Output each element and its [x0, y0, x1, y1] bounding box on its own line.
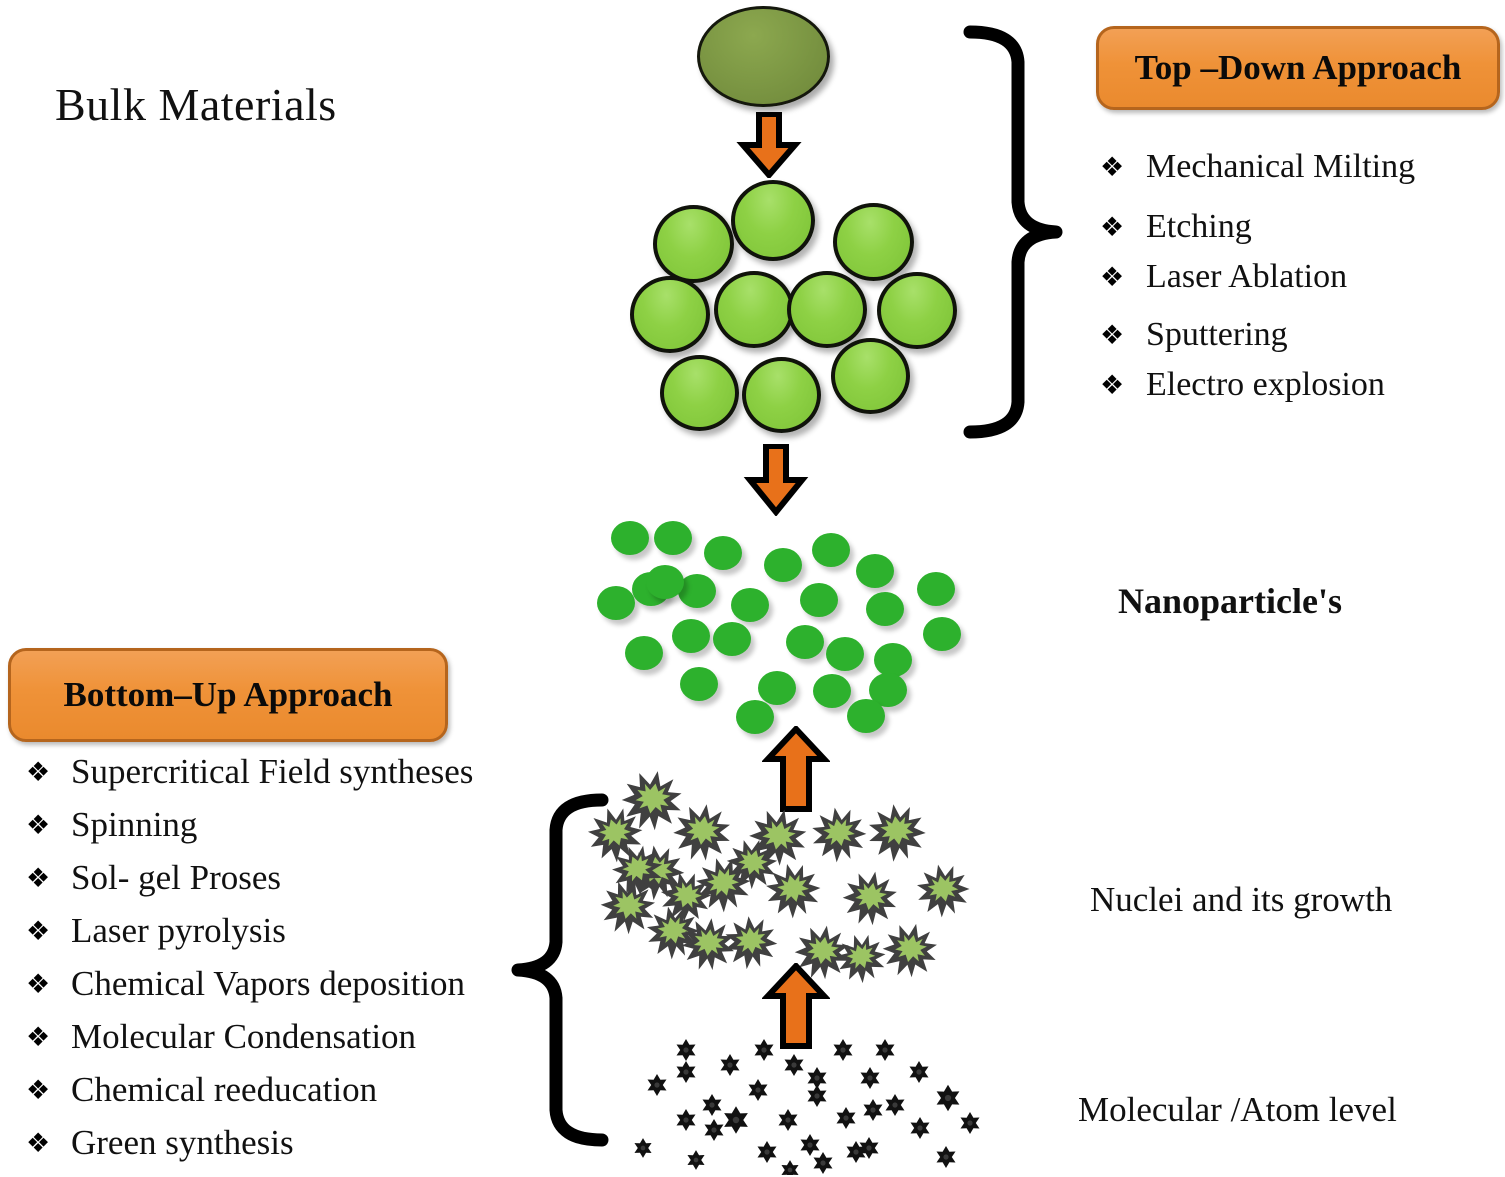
brace-bottom-up [511, 793, 609, 1147]
bulk-material-ellipse [697, 6, 830, 107]
diamond-bullet-icon: ❖ [1100, 370, 1125, 400]
list-item-label: Laser pyrolysis [71, 911, 286, 950]
nanoparticle-dot [654, 521, 692, 555]
nanoparticle-dot [856, 554, 894, 588]
nuclei-growth-label: Nuclei and its growth [1090, 880, 1393, 919]
list-item-label: Spinning [71, 805, 198, 844]
nanoparticle-dot [874, 643, 912, 677]
top-down-approach-label: Top –Down Approach [1134, 48, 1462, 87]
fragmented-particle [731, 180, 815, 261]
fragmented-particle [831, 338, 910, 414]
nanoparticle-dot [646, 565, 684, 599]
list-item[interactable]: ❖ Electro explosion [1100, 366, 1500, 404]
list-item[interactable]: ❖ Green synthesis [26, 1123, 566, 1163]
nanoparticle-dot [672, 619, 710, 653]
list-item-label: Sol- gel Proses [71, 858, 281, 897]
nuclei-growth-group [581, 770, 975, 985]
diamond-bullet-icon: ❖ [26, 916, 51, 946]
page-title: Bulk Materials [55, 79, 337, 130]
list-item[interactable]: ❖ Laser pyrolysis [26, 911, 566, 951]
list-item[interactable]: ❖ Laser Ablation [1100, 258, 1500, 296]
nanoparticle-dot [704, 536, 742, 570]
fragmented-particle [787, 271, 867, 348]
fragmented-particle [742, 357, 821, 433]
nanoparticle-dot [923, 617, 961, 651]
nanoparticle-dot [786, 625, 824, 659]
nanoparticle-dot [800, 583, 838, 617]
bottom-up-approach-badge[interactable]: Bottom–Up Approach [8, 648, 448, 742]
nanoparticle-dot [597, 586, 635, 620]
list-item[interactable]: ❖ Etching [1100, 208, 1500, 246]
nanoparticle-dot [917, 572, 955, 606]
list-item-label: Chemical Vapors deposition [71, 964, 466, 1003]
diamond-bullet-icon: ❖ [1100, 320, 1125, 350]
diamond-bullet-icon: ❖ [1100, 152, 1125, 182]
nanoparticle-dot [611, 521, 649, 555]
diamond-bullet-icon: ❖ [26, 863, 51, 893]
diamond-bullet-icon: ❖ [26, 1128, 51, 1158]
list-item-label: Supercritical Field syntheses [71, 752, 474, 791]
bottom-up-method-list: ❖ Supercritical Field syntheses ❖ Spinni… [26, 752, 566, 1176]
fragmented-particle [653, 205, 734, 283]
list-item[interactable]: ❖ Mechanical Milting [1100, 148, 1500, 186]
nanoparticle-dot [812, 533, 850, 567]
nanoparticle-dot [736, 700, 774, 734]
fragmented-particle [877, 272, 957, 349]
list-item-label: Chemical reeducation [71, 1070, 378, 1109]
diamond-bullet-icon: ❖ [1100, 212, 1125, 242]
list-item[interactable]: ❖ Chemical reeducation [26, 1070, 566, 1110]
list-item-label: Molecular Condensation [71, 1017, 417, 1056]
nanoparticle-dot [680, 667, 718, 701]
diamond-bullet-icon: ❖ [26, 757, 51, 787]
nanoparticle-dot [713, 622, 751, 656]
fragmented-particle [714, 271, 794, 348]
diamond-bullet-icon: ❖ [26, 969, 51, 999]
nanoparticles-label: Nanoparticle's [1118, 581, 1342, 621]
arrow-atoms-to-nuclei [762, 963, 830, 1049]
nanoparticle-dot [758, 671, 796, 705]
list-item[interactable]: ❖ Sputtering [1100, 316, 1500, 354]
arrow-bulk-to-fragments [736, 112, 802, 178]
list-item-label: Laser Ablation [1146, 258, 1348, 295]
nanoparticle-dot [826, 637, 864, 671]
nanoparticle-dot [764, 548, 802, 582]
arrow-nuclei-to-nanoparticles [762, 726, 830, 812]
top-down-method-list: ❖ Mechanical Milting ❖ Etching ❖ Laser A… [1100, 148, 1500, 416]
nanoparticle-dot [866, 592, 904, 626]
nanoparticle-dot [847, 699, 885, 733]
list-item-label: Electro explosion [1146, 366, 1385, 403]
bottom-up-approach-label: Bottom–Up Approach [63, 675, 393, 714]
list-item[interactable]: ❖ Chemical Vapors deposition [26, 964, 566, 1004]
diamond-bullet-icon: ❖ [26, 1022, 51, 1052]
diamond-bullet-icon: ❖ [1100, 262, 1125, 292]
list-item-label: Etching [1146, 208, 1252, 245]
molecular-atom-group [634, 1039, 980, 1175]
nanoparticle-dot [678, 574, 716, 608]
list-item[interactable]: ❖ Supercritical Field syntheses [26, 752, 566, 792]
fragmented-particle [630, 276, 710, 353]
list-item-label: Sputtering [1146, 316, 1288, 353]
nanoparticle-dot [813, 674, 851, 708]
arrow-fragments-to-nanoparticles [743, 444, 809, 516]
list-item-label: Green synthesis [71, 1123, 294, 1162]
fragmented-particle [833, 203, 914, 281]
nanoparticle-dot [731, 588, 769, 622]
diamond-bullet-icon: ❖ [26, 1075, 51, 1105]
fragmented-particle [660, 355, 739, 431]
molecular-atom-level-label: Molecular /Atom level [1078, 1090, 1397, 1129]
diamond-bullet-icon: ❖ [26, 810, 51, 840]
list-item[interactable]: ❖ Molecular Condensation [26, 1017, 566, 1057]
list-item[interactable]: ❖ Sol- gel Proses [26, 858, 566, 898]
list-item[interactable]: ❖ Spinning [26, 805, 566, 845]
top-down-approach-badge[interactable]: Top –Down Approach [1096, 26, 1500, 110]
brace-top-down [963, 25, 1063, 439]
list-item-label: Mechanical Milting [1146, 148, 1416, 185]
nanoparticle-dot [625, 636, 663, 670]
